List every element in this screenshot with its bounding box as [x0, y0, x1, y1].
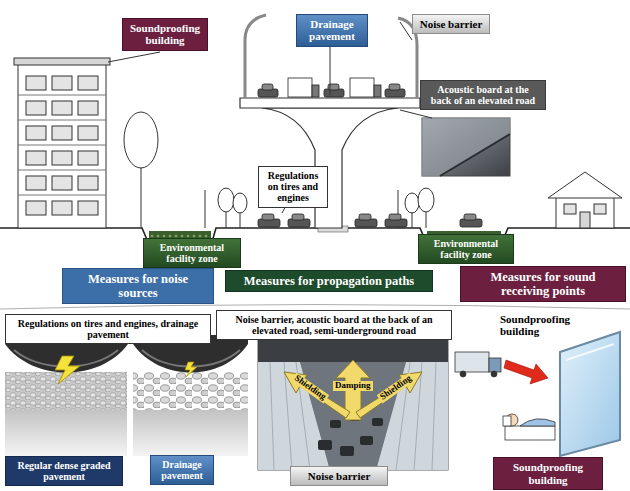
- node-text: Regular dense graded pavement: [11, 460, 117, 482]
- zone-label: Environmental facility zone: [418, 234, 514, 264]
- node-text: Noise barrier, acoustic board at the bac…: [222, 314, 446, 336]
- panel-heading: Regulations on tires and engines, draina…: [5, 314, 211, 344]
- node-text: Measures for noise sources: [68, 272, 208, 300]
- panel-heading: Noise barrier, acoustic board at the bac…: [216, 310, 452, 340]
- node-text: Soundproofing building: [128, 22, 202, 47]
- node-text: Environmental facility zone: [424, 238, 508, 260]
- section-heading: Measures for propagation paths: [225, 270, 433, 292]
- node-text: Environmental facility zone: [149, 242, 235, 264]
- panel-heading: Soundproofing building: [500, 313, 600, 337]
- node-text: Noise barrier: [418, 18, 484, 30]
- node-text: Regulations on tires and engines: [264, 170, 322, 204]
- section-heading: Measures for noise sources: [62, 268, 214, 304]
- callout-box: Noise barrier: [412, 14, 490, 34]
- callout-box: Soundproofing building: [122, 18, 208, 51]
- node-text: Noise barrier: [296, 470, 382, 482]
- zone-label: Environmental facility zone: [143, 238, 241, 268]
- caption-box: Soundproofing building: [493, 457, 603, 490]
- section-heading: Measures for sound receiving points: [460, 266, 626, 302]
- node-text: Acoustic board at the back of an elevate…: [426, 84, 540, 106]
- node-text: Measures for sound receiving points: [466, 270, 620, 298]
- node-text: Drainage pavement: [156, 459, 208, 481]
- callout-box: Acoustic board at the back of an elevate…: [420, 80, 546, 110]
- node-text: Soundproofing building: [499, 461, 597, 486]
- arrow-label: Damping: [333, 381, 373, 391]
- caption-box: Drainage pavement: [150, 455, 214, 485]
- node-text: Regulations on tires and engines, draina…: [11, 318, 205, 340]
- callout-box: Regulations on tires and engines: [258, 166, 328, 208]
- caption-box: Regular dense graded pavement: [5, 456, 123, 486]
- callout-box: Drainage pavement: [296, 14, 368, 47]
- node-text: Drainage pavement: [302, 18, 362, 43]
- node-text: Measures for propagation paths: [231, 274, 427, 288]
- caption-box: Noise barrier: [290, 466, 388, 486]
